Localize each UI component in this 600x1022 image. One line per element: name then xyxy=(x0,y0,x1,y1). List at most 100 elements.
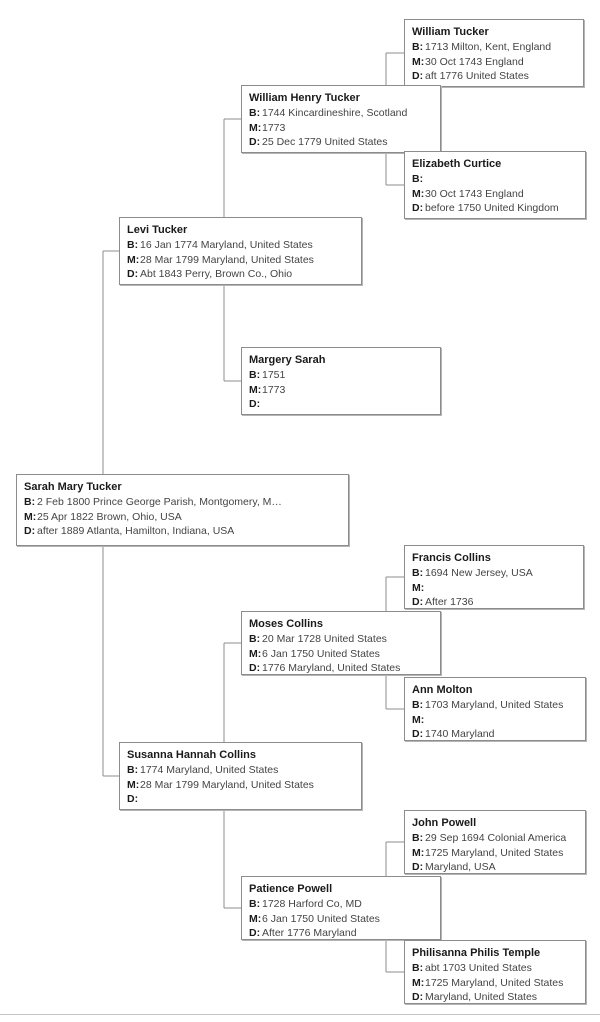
death-value: Maryland, USA xyxy=(425,861,496,873)
birth-value: 16 Jan 1774 Maryland, United States xyxy=(140,239,313,251)
marriage-value: 30 Oct 1743 England xyxy=(425,187,524,200)
fact-birth: B:1713 Milton, Kent, England xyxy=(412,40,576,55)
fact-marriage: M:28 Mar 1799 Maryland, United States xyxy=(127,778,354,793)
person-name: Ann Molton xyxy=(412,684,473,696)
fact-death: D:After 1776 Maryland xyxy=(249,926,433,939)
person-card-john-powell[interactable]: John Powell B:29 Sep 1694 Colonial Ameri… xyxy=(404,810,586,874)
fact-marriage: M:28 Mar 1799 Maryland, United States xyxy=(127,253,354,268)
fact-death: D:1776 Maryland, United States xyxy=(249,661,433,674)
fact-marriage: M:1725 Maryland, United States xyxy=(412,846,578,861)
fact-birth: B:1703 Maryland, United States xyxy=(412,698,578,713)
death-value: 1740 Maryland xyxy=(425,728,495,740)
birth-label: B: xyxy=(249,107,261,119)
marriage-label: M: xyxy=(412,846,425,859)
person-name: Patience Powell xyxy=(249,883,333,895)
fact-birth: B:abt 1703 United States xyxy=(412,961,578,976)
death-label: D: xyxy=(412,202,424,214)
marriage-label: M: xyxy=(412,713,425,726)
person-name: Francis Collins xyxy=(412,552,491,564)
marriage-label: M: xyxy=(412,55,425,68)
birth-value: 1744 Kincardineshire, Scotland xyxy=(262,107,408,119)
fact-death: D:Maryland, USA xyxy=(412,860,578,873)
birth-label: B: xyxy=(249,369,261,381)
marriage-label: M: xyxy=(412,187,425,200)
person-name: Margery Sarah xyxy=(249,354,326,366)
person-card-levi-tucker[interactable]: Levi Tucker B:16 Jan 1774 Maryland, Unit… xyxy=(119,217,362,285)
death-label: D: xyxy=(24,525,36,537)
birth-label: B: xyxy=(24,496,36,508)
death-value: Abt 1843 Perry, Brown Co., Ohio xyxy=(140,268,293,280)
person-card-philisanna-philis-temple[interactable]: Philisanna Philis Temple B:abt 1703 Unit… xyxy=(404,940,586,1004)
fact-birth: B:16 Jan 1774 Maryland, United States xyxy=(127,238,354,253)
death-value: aft 1776 United States xyxy=(425,70,529,82)
person-card-william-henry-tucker[interactable]: William Henry Tucker B:1744 Kincardinesh… xyxy=(241,85,441,153)
birth-label: B: xyxy=(127,764,139,776)
marriage-label: M: xyxy=(412,581,425,594)
marriage-value: 1773 xyxy=(262,121,286,134)
person-card-ann-molton[interactable]: Ann Molton B:1703 Maryland, United State… xyxy=(404,677,586,741)
fact-birth: B:1751 xyxy=(249,368,433,383)
fact-marriage: M:25 Apr 1822 Brown, Ohio, USA xyxy=(24,510,341,525)
fact-birth: B:1694 New Jersey, USA xyxy=(412,566,576,581)
fact-death: D:After 1736 xyxy=(412,595,576,608)
death-value: 25 Dec 1779 United States xyxy=(262,136,388,148)
marriage-label: M: xyxy=(412,976,425,989)
marriage-label: M: xyxy=(249,647,262,660)
fact-birth: B:1744 Kincardineshire, Scotland xyxy=(249,106,433,121)
death-label: D: xyxy=(249,662,261,674)
marriage-value: 1773 xyxy=(262,383,286,396)
fact-death: D: xyxy=(249,397,433,412)
birth-value: 1774 Maryland, United States xyxy=(140,764,279,776)
birth-label: B: xyxy=(127,239,139,251)
birth-value: 29 Sep 1694 Colonial America xyxy=(425,832,567,844)
death-label: D: xyxy=(127,793,139,805)
birth-label: B: xyxy=(249,633,261,645)
death-label: D: xyxy=(412,70,424,82)
person-card-moses-collins[interactable]: Moses Collins B:20 Mar 1728 United State… xyxy=(241,611,441,675)
marriage-value: 28 Mar 1799 Maryland, United States xyxy=(140,253,314,266)
birth-label: B: xyxy=(412,41,424,53)
person-card-susanna-hannah-collins[interactable]: Susanna Hannah Collins B:1774 Maryland, … xyxy=(119,742,362,810)
death-value: 1776 Maryland, United States xyxy=(262,662,401,674)
birth-value: 1694 New Jersey, USA xyxy=(425,567,533,579)
person-name: Elizabeth Curtice xyxy=(412,158,502,170)
birth-value: 1728 Harford Co, MD xyxy=(262,898,362,910)
death-value: After 1776 Maryland xyxy=(262,927,357,939)
fact-death: D:aft 1776 United States xyxy=(412,69,576,84)
marriage-value: 1725 Maryland, United States xyxy=(425,846,564,859)
person-name: William Tucker xyxy=(412,26,489,38)
fact-death: D:Maryland, United States xyxy=(412,990,578,1003)
death-label: D: xyxy=(249,136,261,148)
birth-label: B: xyxy=(412,962,424,974)
fact-birth: B: xyxy=(412,172,578,187)
person-name: John Powell xyxy=(412,817,477,829)
fact-marriage: M: xyxy=(412,713,578,728)
person-card-william-tucker[interactable]: William Tucker B:1713 Milton, Kent, Engl… xyxy=(404,19,584,87)
fact-marriage: M:30 Oct 1743 England xyxy=(412,187,578,202)
fact-death: D:before 1750 United Kingdom xyxy=(412,201,578,216)
birth-label: B: xyxy=(412,699,424,711)
death-value: Maryland, United States xyxy=(425,991,538,1003)
death-label: D: xyxy=(127,268,139,280)
birth-value: 1751 xyxy=(262,369,286,381)
person-card-sarah-mary-tucker[interactable]: Sarah Mary Tucker B:2 Feb 1800 Prince Ge… xyxy=(16,474,349,546)
person-card-elizabeth-curtice[interactable]: Elizabeth Curtice B: M:30 Oct 1743 Engla… xyxy=(404,151,586,219)
person-name: Susanna Hannah Collins xyxy=(127,749,256,761)
death-label: D: xyxy=(412,861,424,873)
marriage-value: 6 Jan 1750 United States xyxy=(262,912,380,925)
person-card-patience-powell[interactable]: Patience Powell B:1728 Harford Co, MD M:… xyxy=(241,876,441,940)
fact-birth: B:1774 Maryland, United States xyxy=(127,763,354,778)
fact-birth: B:1728 Harford Co, MD xyxy=(249,897,433,912)
person-card-margery-sarah[interactable]: Margery Sarah B:1751 M:1773 D: xyxy=(241,347,441,415)
marriage-label: M: xyxy=(24,510,37,523)
birth-value: 1713 Milton, Kent, England xyxy=(425,41,552,53)
fact-death: D:Abt 1843 Perry, Brown Co., Ohio xyxy=(127,267,354,282)
person-name: Sarah Mary Tucker xyxy=(24,481,122,493)
fact-marriage: M:30 Oct 1743 England xyxy=(412,55,576,70)
person-card-francis-collins[interactable]: Francis Collins B:1694 New Jersey, USA M… xyxy=(404,545,584,609)
fact-birth: B:20 Mar 1728 United States xyxy=(249,632,433,647)
person-name: Moses Collins xyxy=(249,618,323,630)
fact-death: D:25 Dec 1779 United States xyxy=(249,135,433,150)
fact-marriage: M:1773 xyxy=(249,121,433,136)
footer-divider xyxy=(0,1014,600,1015)
